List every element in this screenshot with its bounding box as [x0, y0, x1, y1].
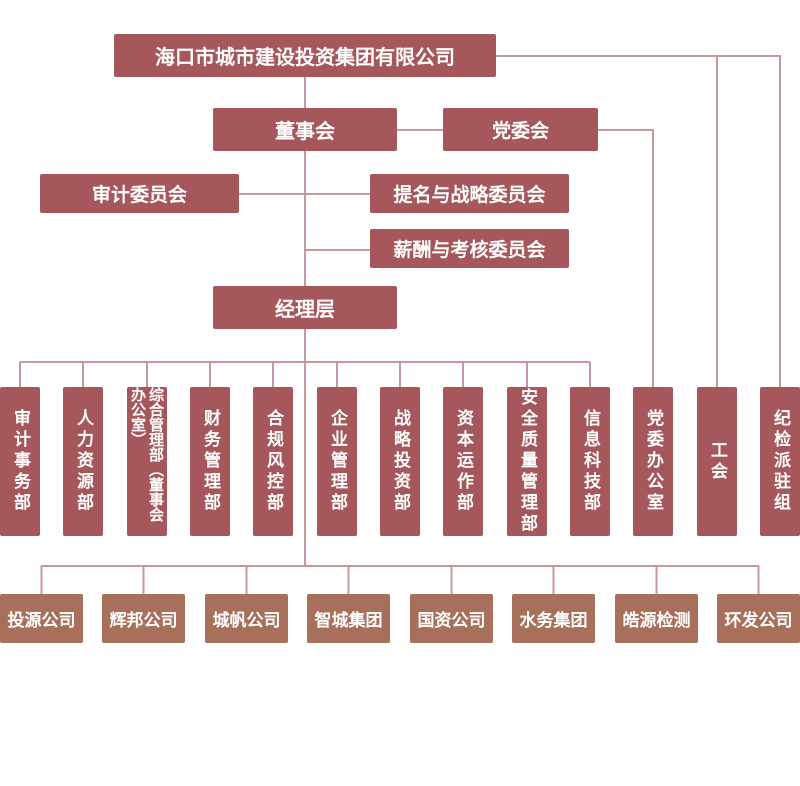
department-box: 企业管理部: [317, 387, 357, 536]
department-box: 综合管理部（董事会办公室）: [127, 387, 167, 536]
department-box: 战略投资部: [380, 387, 420, 536]
department-box: 信息科技部: [570, 387, 610, 536]
department-box: 安全质量管理部: [507, 387, 547, 536]
group-company-box: 海口市城市建设投资集团有限公司: [114, 34, 496, 77]
subsidiary-box: 城帆公司: [205, 594, 288, 643]
department-box: 审计事务部: [0, 387, 40, 536]
compensation-committee-box: 薪酬与考核委员会: [370, 229, 569, 268]
subsidiary-box: 国资公司: [410, 594, 493, 643]
subsidiary-box: 环发公司: [717, 594, 800, 643]
board-box: 董事会: [213, 108, 397, 151]
subsidiary-box: 水务集团: [512, 594, 595, 643]
department-box: 资本运作部: [443, 387, 483, 536]
audit-committee-box: 审计委员会: [40, 174, 239, 213]
department-box: 合规风控部: [253, 387, 293, 536]
department-box: 纪检派驻组: [760, 387, 800, 536]
party-committee-box: 党委会: [443, 108, 598, 151]
subsidiary-box: 辉邦公司: [102, 594, 185, 643]
department-box: 人力资源部: [63, 387, 103, 536]
department-box: 工会: [697, 387, 737, 536]
subsidiary-box: 皓源检测: [615, 594, 698, 643]
subsidiary-box: 智城集团: [307, 594, 390, 643]
department-box: 财务管理部: [190, 387, 230, 536]
subsidiary-box: 投源公司: [0, 594, 83, 643]
department-box: 党委办公室: [633, 387, 673, 536]
nomination-committee-box: 提名与战略委员会: [370, 174, 569, 213]
management-box: 经理层: [213, 286, 397, 329]
